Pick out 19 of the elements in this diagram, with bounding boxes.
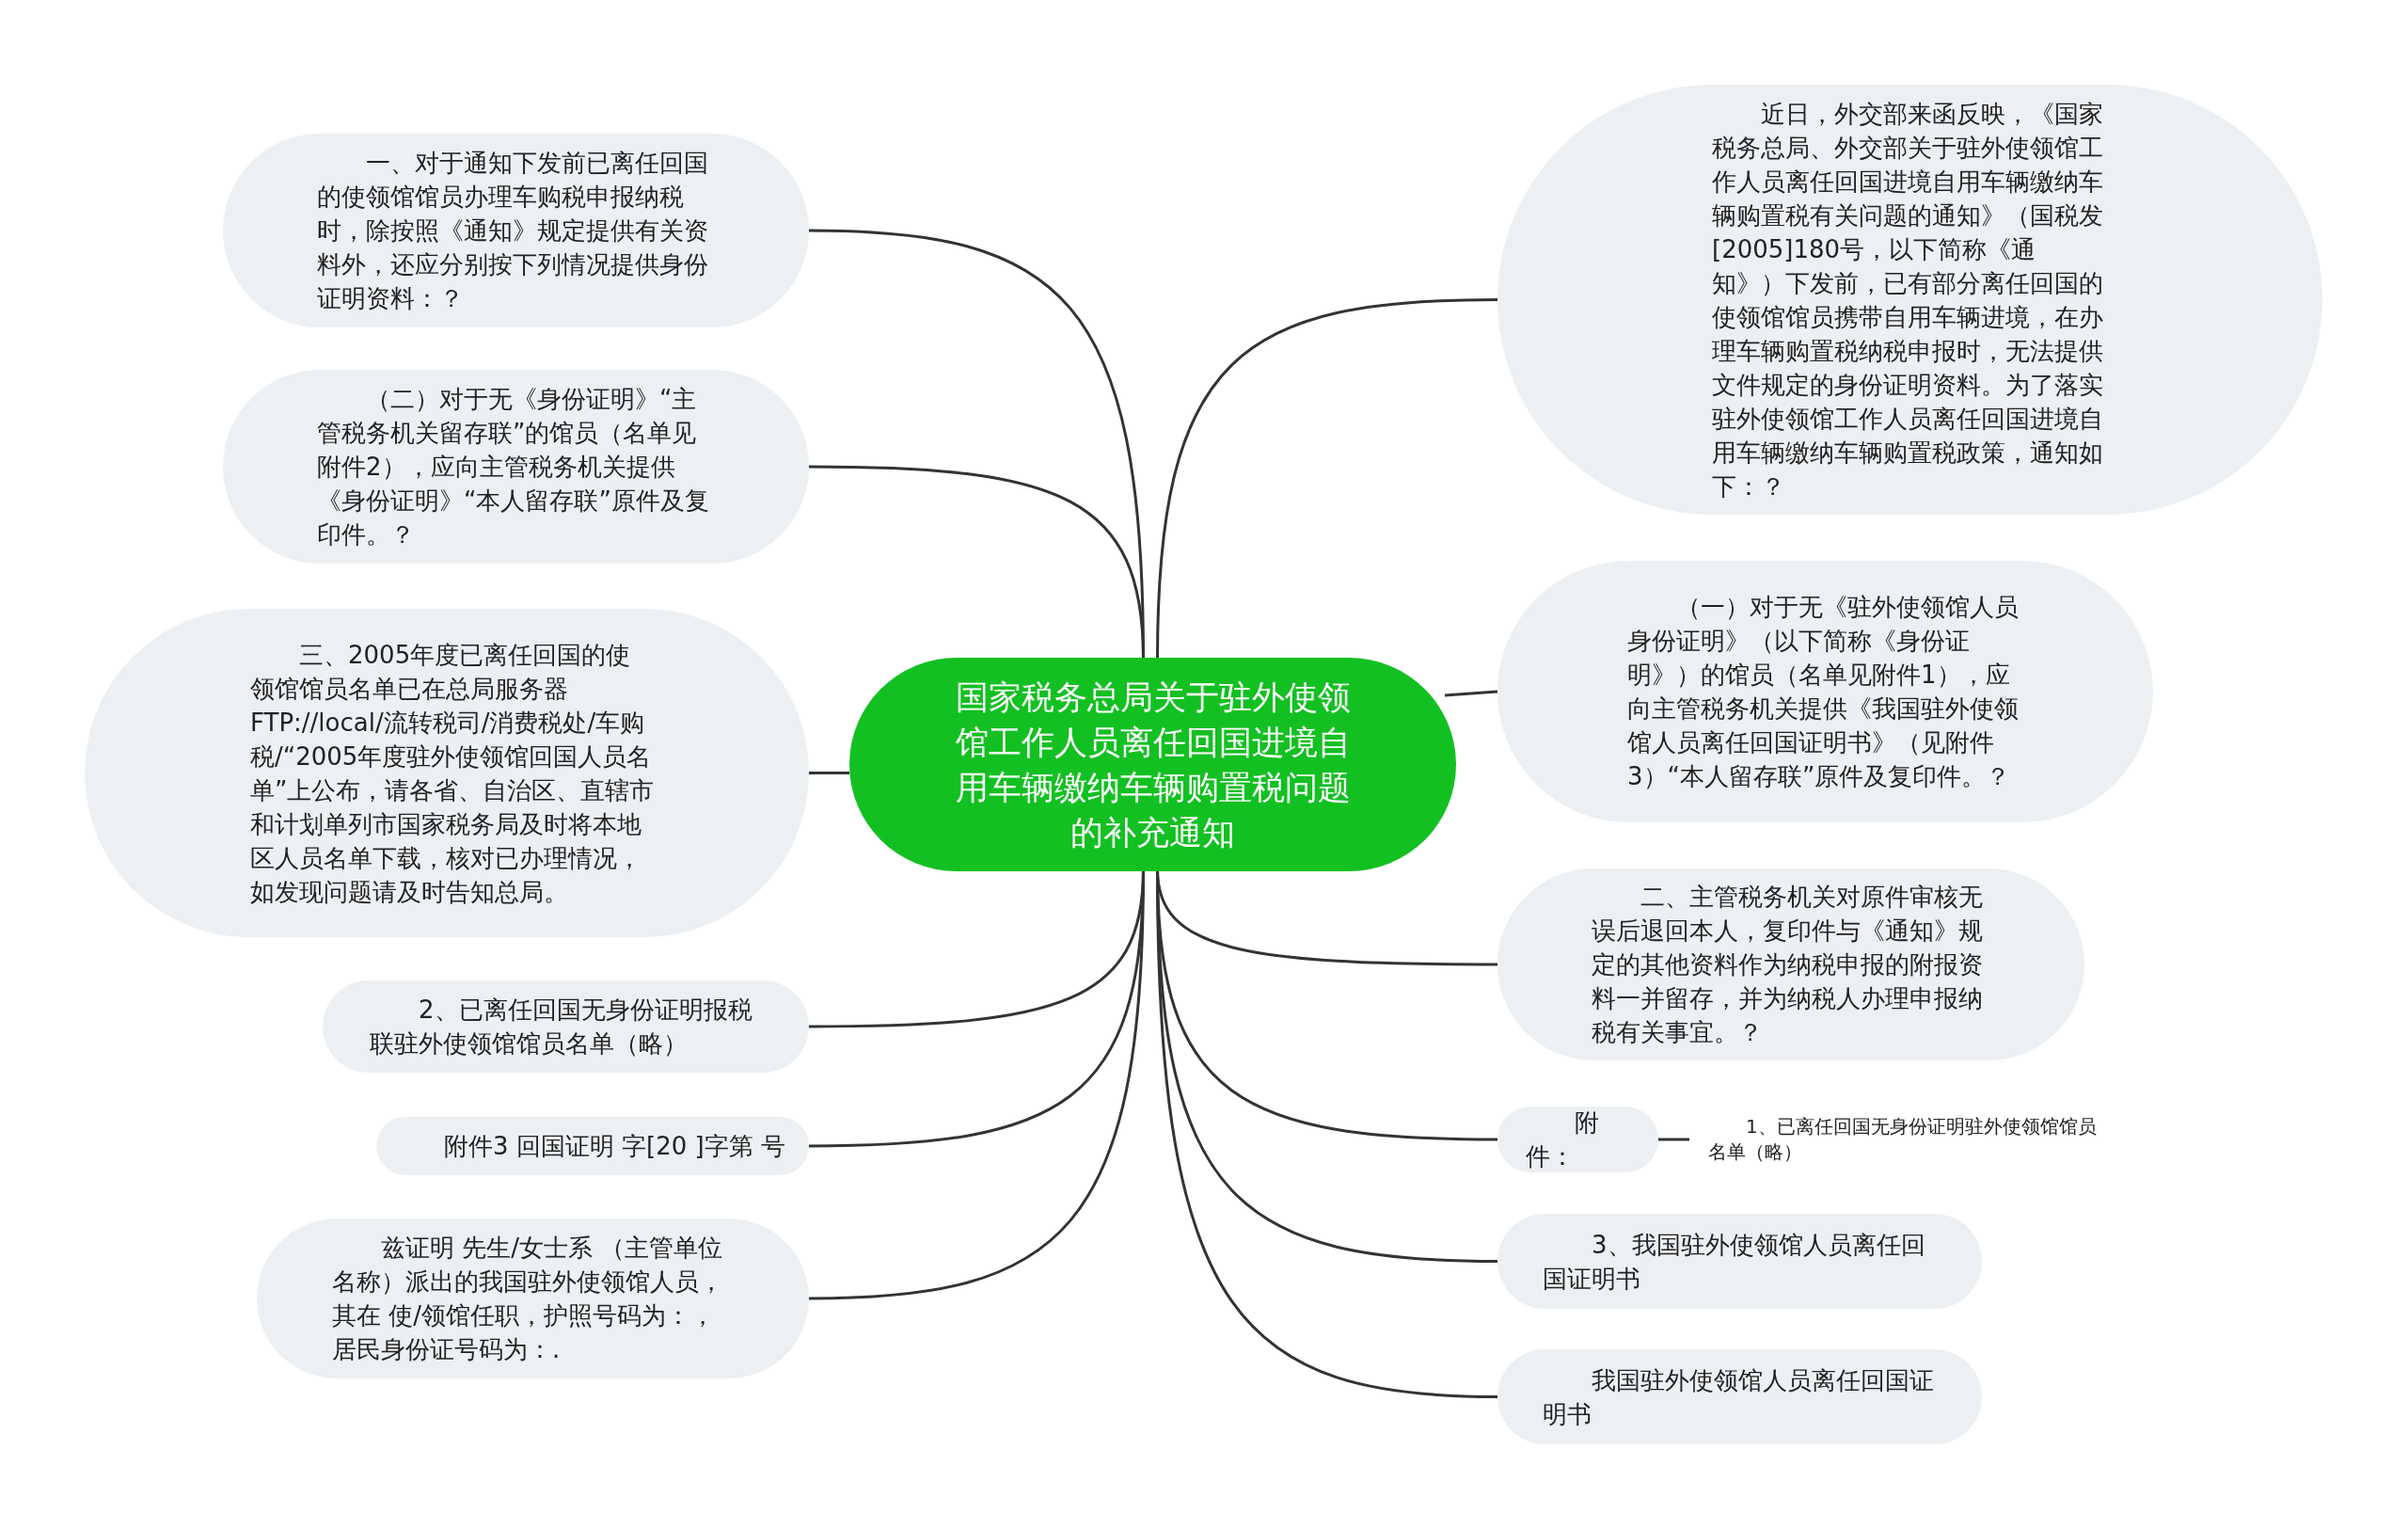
topic-box: （二）对于无《身份证明》“主管税务机关留存联”的馆员（名单见附件2），应向主管税务机关提供《身份证明》“本人留存联”原件及复印件。？ bbox=[223, 370, 809, 564]
connector-line bbox=[809, 772, 849, 774]
topic-box: 近日，外交部来函反映，《国家税务总局、外交部关于驻外使领馆工作人员离任回国进境自用车辆缴纳车辆购置税有关问题的通知》（国税发[2005]180号，以下简称《通知》）下发前，已有部分离任回国的使领馆馆员携带自用车辆进境，在办理车辆购置税纳税申报时，无法提供文件规定的身份证明资料。为了落实驻外使领馆工作人员离任回国进境自用车辆缴纳车辆购置税政策，通知如下：？ bbox=[1497, 85, 2322, 515]
topic-box: 兹证明 先生/女士系 （主管单位名称）派出的我国驻外使领馆人员，其在 使/领馆任职，护照号码为：，居民身份证号码为：. bbox=[257, 1218, 809, 1378]
central-topic: 国家税务总局关于驻外使领馆工作人员离任回国进境自用车辆缴纳车辆购置税问题的补充通知 bbox=[849, 658, 1456, 871]
topic-box: 一、对于通知下发前已离任回国的使领馆馆员办理车购税申报纳税时，除按照《通知》规定提供有关资料外，还应分别按下列情况提供身份证明资料：？ bbox=[223, 134, 809, 327]
topic-box: 二、主管税务机关对原件审核无误后退回本人，复印件与《通知》规定的其他资料作为纳税申报的附报资料一并留存，并为纳税人办理申报纳税有关事宜。？ bbox=[1497, 868, 2084, 1060]
connector-line bbox=[809, 465, 1145, 661]
connector-line bbox=[1444, 690, 1498, 697]
topic-box: 2、已离任回国无身份证明报税联驻外使领馆馆员名单（略） bbox=[323, 980, 809, 1073]
topic-box: 三、2005年度已离任回国的使领馆馆员名单已在总局服务器FTP://local/流转税司/消费税处/车购税/“2005年度驻外使领馆回国人员名单”上公布，请各省、自治区、直辖市和计划单列市国家税务局及时将本地区人员名单下载，核对已办理情况，如发现问题请及时告知总局。 bbox=[85, 609, 809, 937]
connector-line bbox=[1658, 1138, 1689, 1141]
topic-box: （一）对于无《驻外使领馆人员身份证明》（以下简称《身份证明》）的馆员（名单见附件1），应向主管税务机关提供《我国驻外使领馆人员离任回国证明书》（见附件3）“本人留存联”原件及复印件。？ bbox=[1497, 561, 2153, 822]
connector-line bbox=[1156, 298, 1498, 661]
topic-text: 1、已离任回国无身份证明驻外使领馆馆员名单（略） bbox=[1689, 1107, 2113, 1172]
topic-box: 我国驻外使领馆人员离任回国证明书 bbox=[1497, 1349, 1982, 1444]
topic-box: 附件3 回国证明 字[20 ]字第 号 bbox=[376, 1117, 809, 1175]
topic-box: 附件： bbox=[1497, 1107, 1658, 1172]
topic-box: 3、我国驻外使领馆人员离任回国证明书 bbox=[1497, 1214, 1982, 1309]
